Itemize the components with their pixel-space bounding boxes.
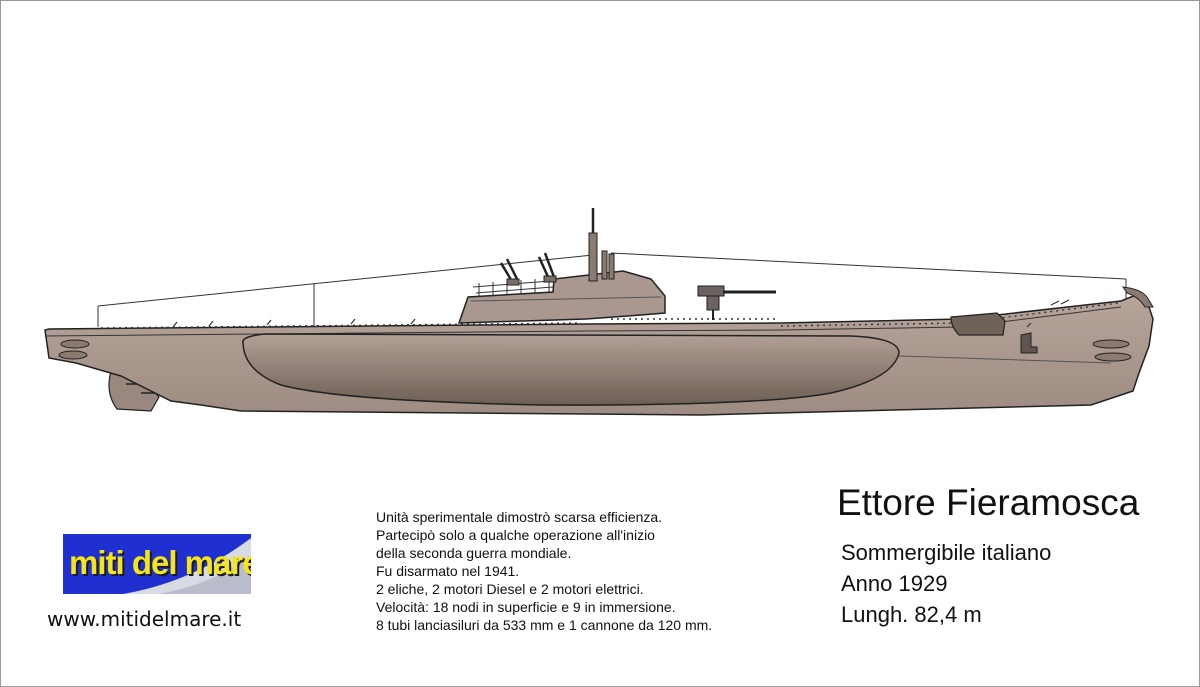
description-line: della seconda guerra mondiale.	[376, 545, 572, 561]
description-block: Unità sperimentale dimostrò scarsa effic…	[376, 508, 816, 634]
deck-line	[44, 306, 1122, 337]
rivet-rows	[100, 302, 1120, 329]
ship-year: Anno 1929	[841, 571, 948, 596]
tower-line	[470, 296, 662, 302]
periscopes	[588, 208, 615, 282]
ship-info: Sommergibile italiano Anno 1929 Lungh. 8…	[841, 537, 1051, 630]
logo-text: miti del mare	[69, 544, 251, 581]
description-line: Velocità: 18 nodi in superficie e 9 in i…	[376, 599, 676, 615]
logo: miti del mare	[63, 534, 251, 594]
bow-details	[950, 286, 1154, 354]
description-line: Fu disarmato nel 1941.	[376, 563, 520, 579]
description-line: 8 tubi lanciasiluri da 533 mm e 1 cannon…	[376, 617, 713, 633]
external-blister	[242, 333, 900, 406]
deck-gun	[697, 285, 776, 320]
website-url: www.mitidelmare.it	[47, 607, 242, 631]
conning-tower	[457, 270, 666, 324]
ship-length: Lungh. 82,4 m	[841, 602, 982, 627]
ship-type: Sommergibile italiano	[841, 540, 1052, 565]
ship-title: Ettore Fieramosca	[837, 482, 1140, 523]
description-line: Partecipò solo a qualche operazione all'…	[376, 527, 655, 543]
logo-wave-icon	[123, 538, 251, 594]
description-line: 2 eliche, 2 motori Diesel e 2 motori ele…	[376, 581, 644, 597]
machine-guns	[499, 252, 557, 286]
deck-fittings	[172, 318, 416, 328]
description-line: Unità sperimentale dimostrò scarsa effic…	[376, 509, 663, 525]
torpedo-tube-doors	[58, 339, 1132, 362]
